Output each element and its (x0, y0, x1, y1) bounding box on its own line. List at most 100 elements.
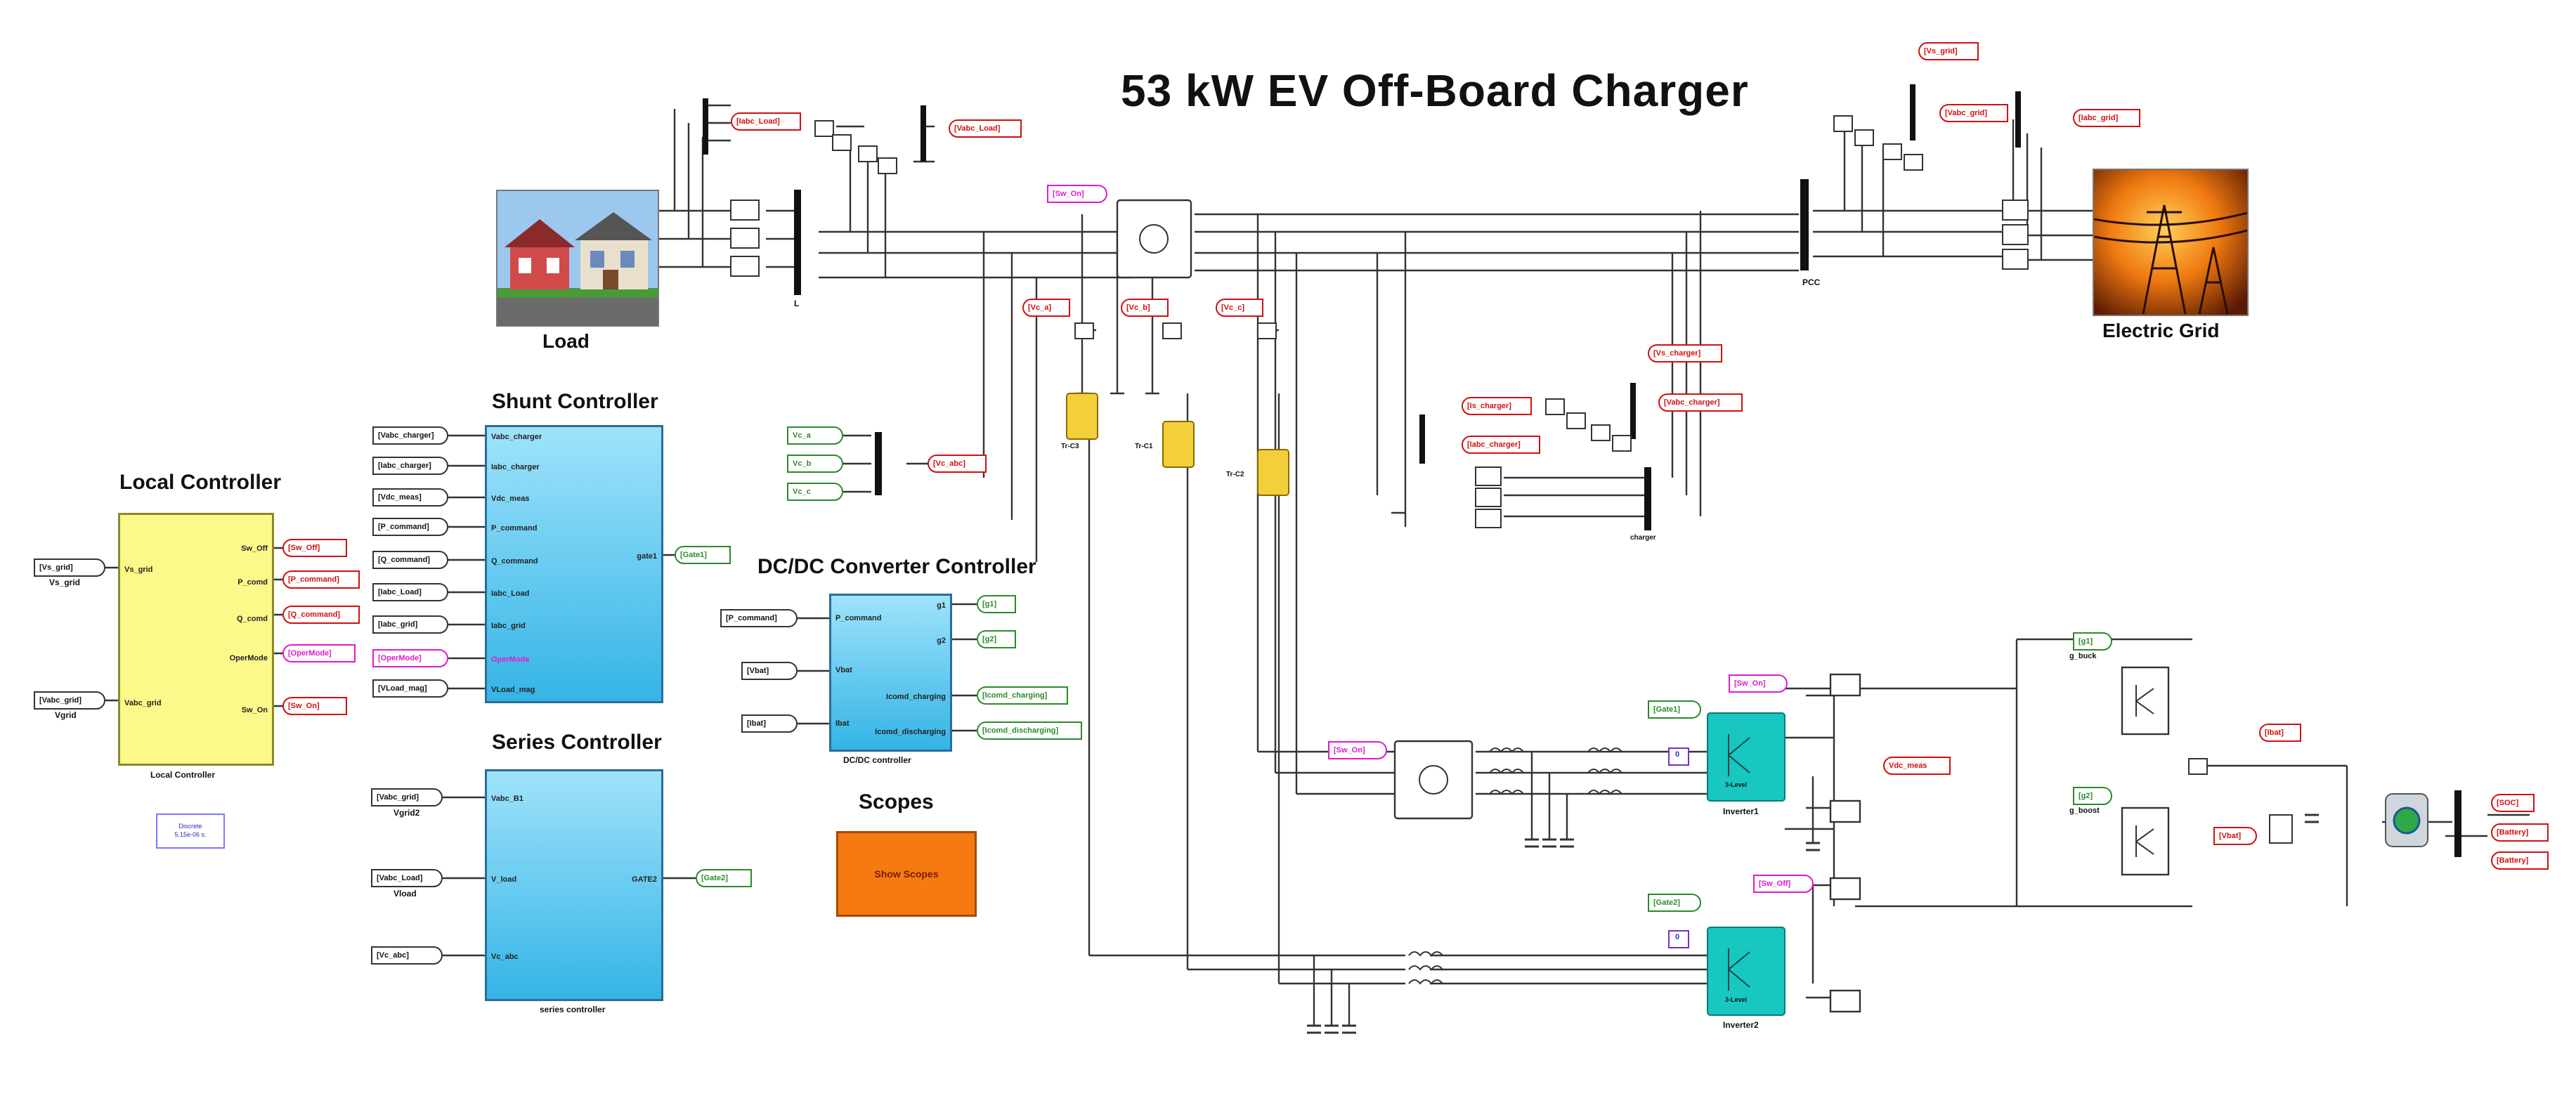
tag-sw-off-dc: [Sw_Off] (1753, 875, 1814, 893)
tag-vs-charger: [Vs_charger] (1648, 344, 1722, 362)
discrete-step: 5.15e-06 s. (174, 831, 207, 838)
tag-q-command-out: [Q_command] (282, 606, 360, 624)
label-pcc: PCC (1802, 277, 1821, 287)
tag-vc-b: [Vc_b] (1121, 299, 1169, 317)
tag-p-command-out: [P_command] (282, 570, 360, 589)
show-scopes-button[interactable]: Show Scopes (836, 831, 977, 917)
tag-vabc-load: [Vabc_Load] (949, 119, 1022, 138)
shunt-controller-block[interactable]: Vabc_charger Iabc_charger Vdc_meas P_com… (485, 425, 663, 703)
series-controller-name: series controller (540, 1005, 606, 1014)
local-port-sw-on: Sw_On (241, 706, 268, 714)
shunt-port-0: Vabc_charger (491, 433, 542, 441)
diagram-title: 53 kW EV Off-Board Charger (1121, 65, 1749, 116)
shunt-port-2: Vdc_meas (491, 495, 530, 503)
tag-battery-1: [Battery] (2491, 823, 2549, 842)
tag-vc-b-in: Vc_b (787, 455, 843, 473)
tag-series-in-0: [Vabc_grid] (371, 788, 443, 806)
tag-gate1-out: [Gate1] (675, 546, 731, 564)
label-tr-c3: Tr-C3 (1061, 443, 1079, 450)
shunt-port-1: Iabc_charger (491, 463, 540, 471)
series-port-gate2: GATE2 (632, 875, 657, 884)
local-port-opermode: OperMode (229, 654, 268, 662)
series-port-vabc-b1: Vabc_B1 (491, 795, 523, 803)
local-port-q-comd: Q_comd (236, 615, 268, 623)
tag-opermode-out: [OperMode] (282, 644, 356, 662)
tag-gate1-in: [Gate1] (1648, 700, 1701, 719)
tag-sw-on-top: [Sw_On] (1047, 185, 1107, 203)
shunt-port-8: VLoad_mag (491, 686, 535, 694)
tag-vbat: [Vbat] (2213, 827, 2257, 845)
electric-grid-image (2093, 169, 2249, 316)
tag-sw-on-out: [Sw_On] (282, 697, 347, 715)
tag-vabc-charger: [Vabc_charger] (1658, 393, 1743, 412)
transmission-tower-illustration (2094, 170, 2247, 315)
tag-series-in-1: [Vabc_Load] (371, 869, 443, 887)
tag-dcdc-out-icomd-charging: [Icomd_charging] (977, 686, 1068, 705)
shunt-controller-heading: Shunt Controller (492, 390, 658, 413)
tag-vs-grid: [Vs_grid] (1918, 42, 1979, 60)
tag-dcdc-out-icomd-discharging: [Icomd_discharging] (977, 721, 1082, 740)
tag-shunt-in-0: [Vabc_charger] (372, 426, 448, 445)
tag-vabc-grid-in: [Vabc_grid] (34, 691, 105, 710)
const-zero-1: 0 (1675, 750, 1680, 759)
tag-ibat: [Ibat] (2259, 724, 2301, 742)
scopes-heading: Scopes (859, 790, 934, 814)
tag-gate2-in: [Gate2] (1648, 894, 1701, 912)
load-caption: Load (542, 330, 590, 352)
label-inverter1: Inverter1 (1723, 806, 1759, 816)
tag-series-in-0-sub: Vgrid2 (393, 808, 420, 818)
series-port-vc-abc: Vc_abc (491, 953, 519, 961)
tag-shunt-in-4: [Q_command] (372, 551, 448, 569)
label-charger: charger (1630, 534, 1656, 542)
tag-g1-in: [g1] (2073, 632, 2112, 651)
label-tr-c2: Tr-C2 (1226, 471, 1244, 478)
tag-series-in-2: [Vc_abc] (371, 946, 443, 965)
discrete-label: Discrete (178, 823, 202, 830)
local-controller-heading: Local Controller (119, 471, 282, 494)
tag-iabc-load: [Iabc_Load] (731, 112, 801, 131)
tag-iabc-grid: [Iabc_grid] (2073, 109, 2140, 127)
series-controller-block[interactable]: Vabc_B1 V_load Vc_abc GATE2 (485, 769, 663, 1001)
label-tr-c1: Tr-C1 (1135, 443, 1153, 450)
series-controller-heading: Series Controller (492, 731, 662, 754)
grid-caption: Electric Grid (2102, 320, 2220, 341)
local-controller-block[interactable]: Vs_grid Vabc_grid Sw_Off P_comd Q_comd O… (118, 513, 274, 766)
tag-vabc-grid: [Vabc_grid] (1939, 104, 2008, 122)
tag-series-in-1-sub: Vload (393, 889, 417, 899)
tag-dcdc-out-g1: [g1] (977, 595, 1016, 613)
load-image (496, 190, 659, 327)
local-port-vabc-grid: Vabc_grid (124, 699, 162, 707)
discrete-solver-block[interactable]: Discrete 5.15e-06 s. (156, 814, 225, 849)
dcdc-port-g1: g1 (937, 601, 946, 610)
tag-shunt-in-5: [Iabc_Load] (372, 583, 448, 601)
dcdc-port-ibat: Ibat (835, 719, 850, 728)
tag-vs-grid-in: [Vs_grid] (34, 558, 105, 577)
label-3level-1: 3-Level (1725, 781, 1748, 788)
tag-shunt-in-1: [Iabc_charger] (372, 457, 448, 475)
tag-sw-off-out: [Sw_Off] (282, 539, 347, 557)
local-port-p-comd: P_comd (238, 578, 268, 587)
tag-battery-2: [Battery] (2491, 851, 2549, 870)
series-port-v-load: V_load (491, 875, 517, 884)
shunt-port-5: Iabc_Load (491, 589, 530, 598)
tag-vc-a-in: Vc_a (787, 426, 843, 445)
tag-vc-c: [Vc_c] (1216, 299, 1263, 317)
tag-soc: [SOC] (2491, 794, 2535, 812)
tag-vc-abc-out: [Vc_abc] (928, 455, 987, 473)
label-inverter2: Inverter2 (1723, 1020, 1759, 1030)
local-port-vs-grid: Vs_grid (124, 566, 153, 574)
tag-is-charger: [Is_charger] (1462, 397, 1532, 415)
dcdc-controller-block[interactable]: P_command Vbat Ibat g1 g2 Icomd_charging… (829, 594, 952, 752)
label-g-boost: g_boost (2069, 806, 2100, 815)
tag-dcdc-out-g2: [g2] (977, 630, 1016, 648)
const-zero-2: 0 (1675, 933, 1680, 941)
local-controller-name: Local Controller (150, 770, 216, 780)
dcdc-port-p-command: P_command (835, 614, 882, 622)
tag-dcdc-in-vbat: [Vbat] (741, 662, 798, 680)
shunt-port-gate1: gate1 (637, 552, 657, 561)
local-port-sw-off: Sw_Off (241, 544, 268, 553)
dcdc-port-icomd-charging: Icomd_charging (886, 693, 946, 701)
tag-vc-c-in: Vc_c (787, 483, 843, 501)
shunt-port-4: Q_command (491, 557, 538, 566)
